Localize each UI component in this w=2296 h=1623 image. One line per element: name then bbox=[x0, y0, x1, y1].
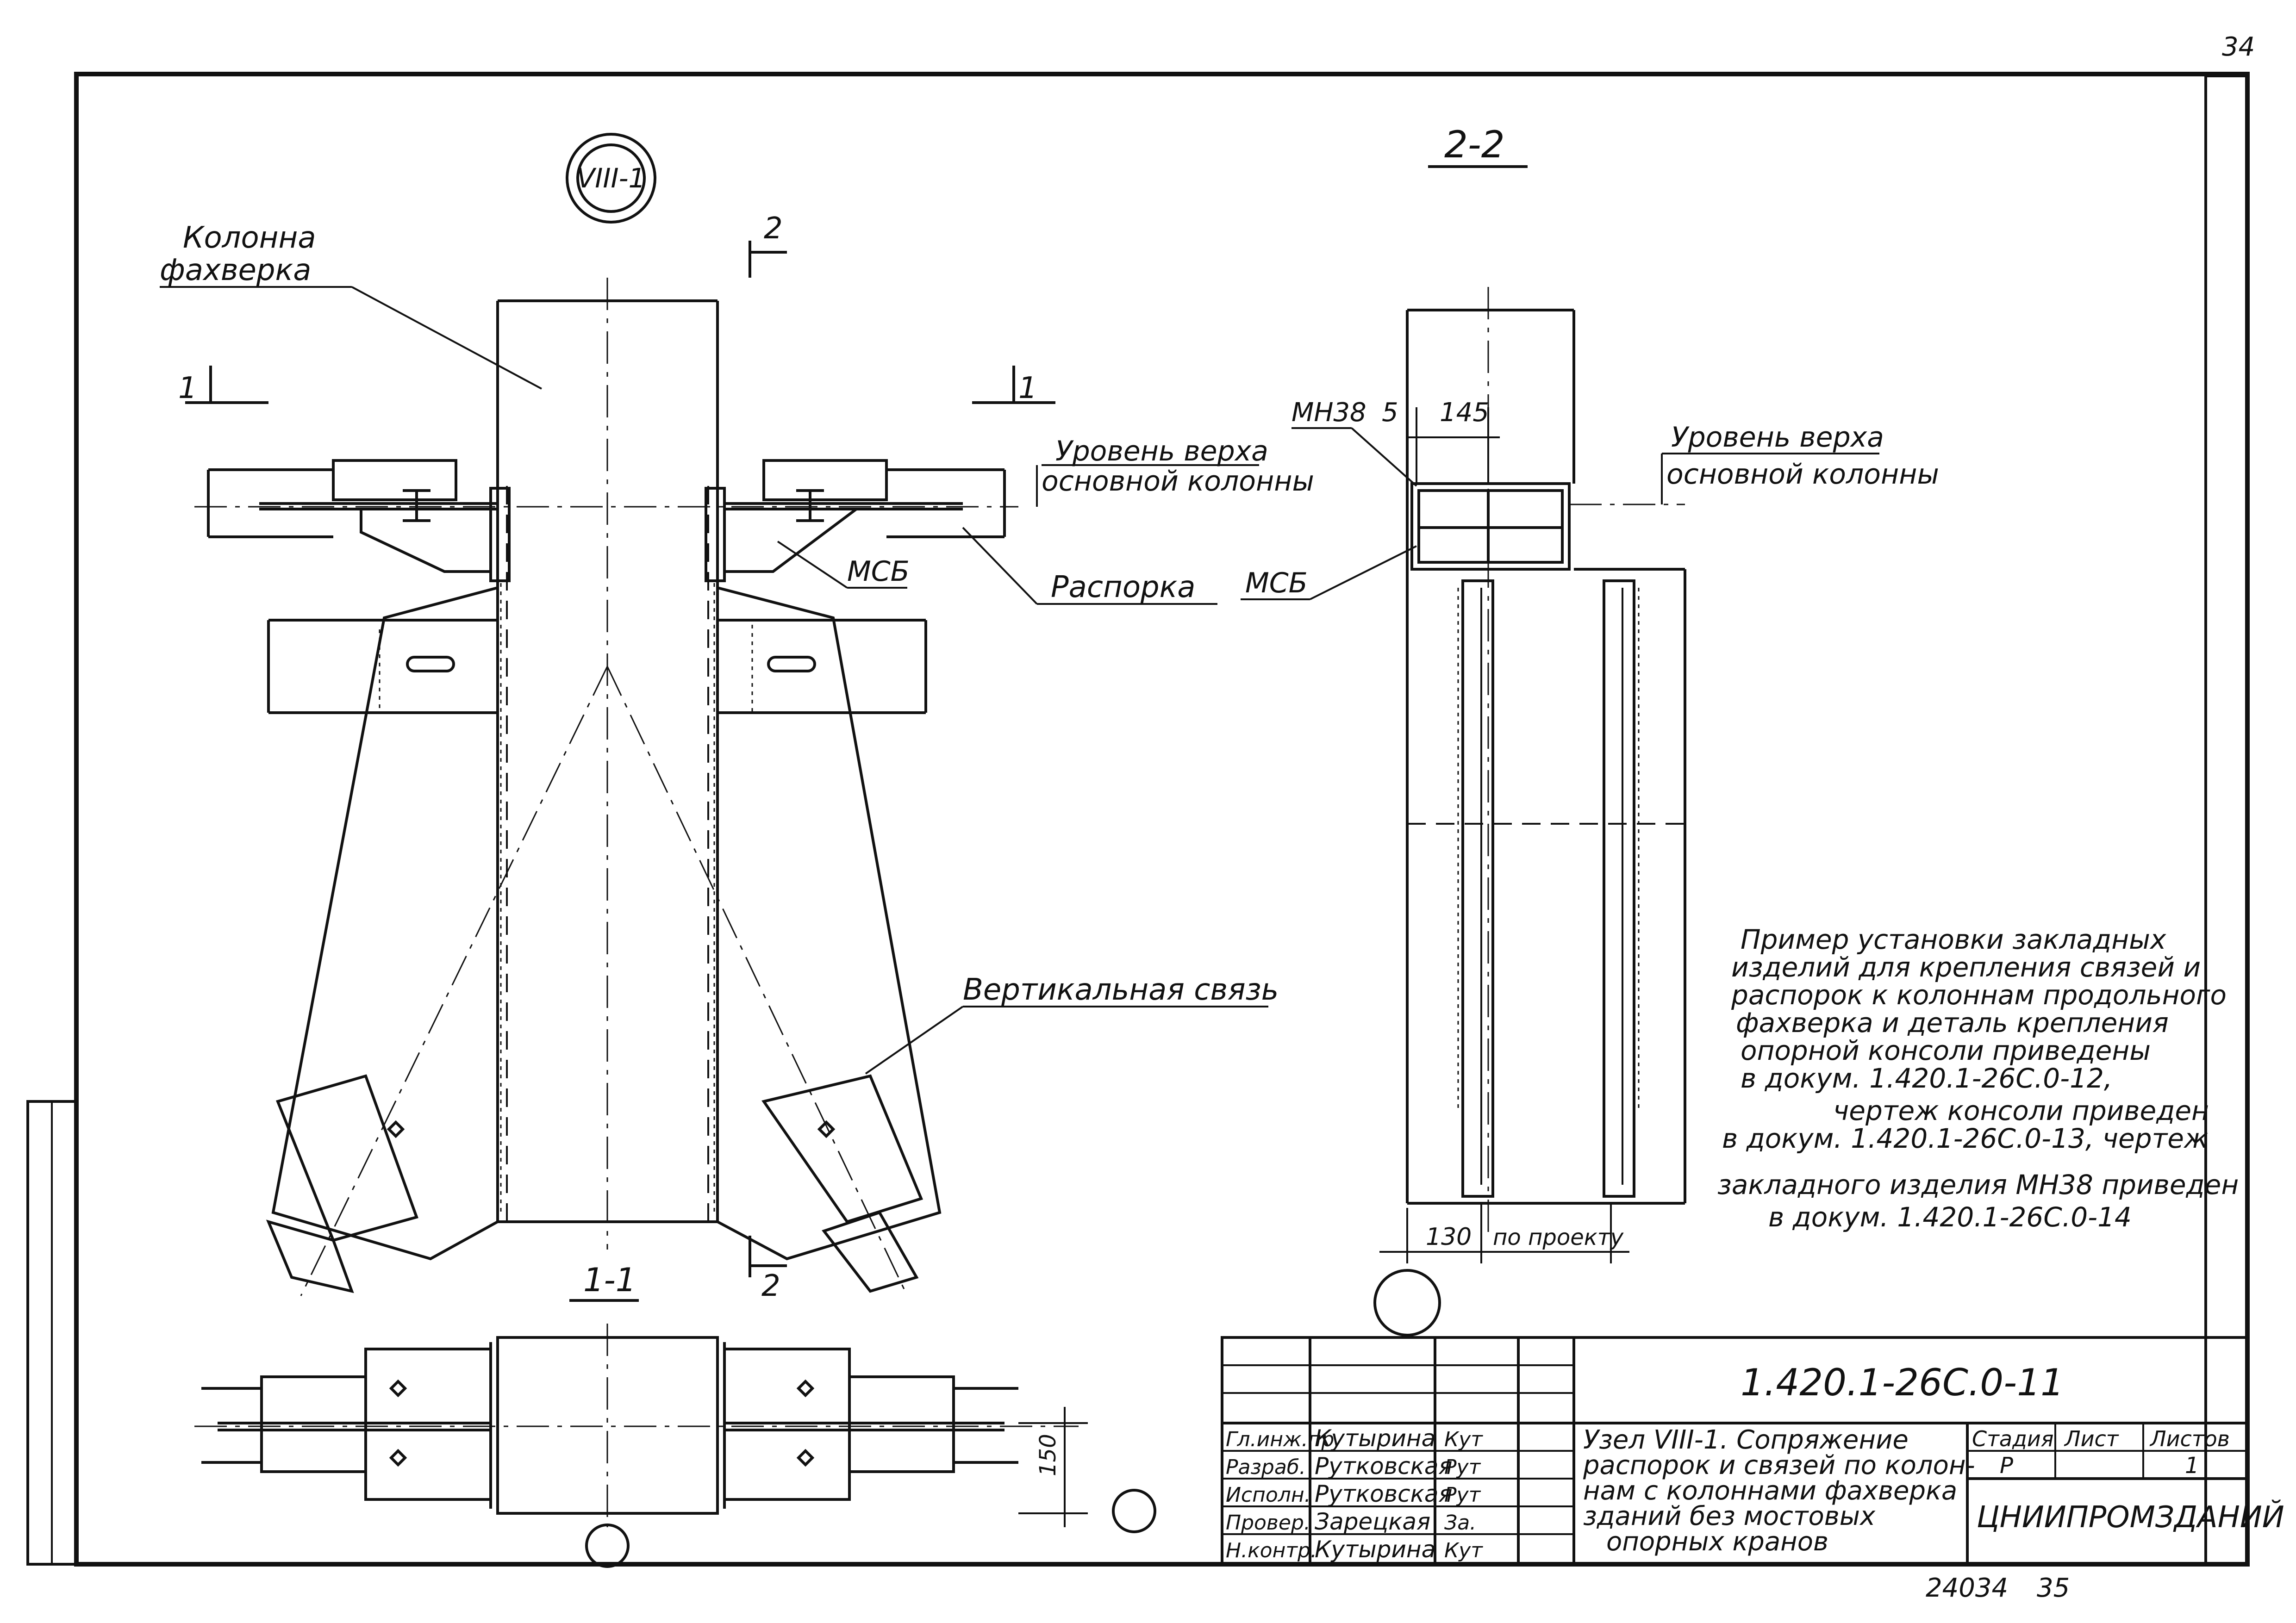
sig-sign-1: Рут bbox=[1444, 1455, 1481, 1479]
section-label-plan: 1-1 bbox=[583, 1261, 636, 1299]
sig-name-4: Кутырина bbox=[1315, 1536, 1435, 1563]
note-line-2: распорок к колоннам продольного bbox=[1731, 979, 2227, 1011]
note-line-3: фахверка и деталь крепления bbox=[1736, 1007, 2169, 1038]
note-line-7: в докум. 1.420.1-26С.0-13, чертеж bbox=[1722, 1123, 2208, 1154]
vertical-brace-label: Вертикальная связь bbox=[963, 973, 1279, 1007]
level-label-line2: основной колонны bbox=[1042, 465, 1314, 497]
note-line-8: закладного изделия МН38 приведен bbox=[1717, 1169, 2239, 1200]
bottom-page: 35 bbox=[2037, 1573, 2070, 1603]
hdr-sheet: Лист bbox=[2064, 1426, 2119, 1451]
organization: ЦНИИПРОМЗДАНИЙ bbox=[1977, 1499, 2284, 1535]
column-fachwerk bbox=[496, 278, 719, 1250]
sheet-frame bbox=[74, 72, 2250, 1567]
section-2-2: 2-2 МН38 5 145 Уровень верха осн bbox=[1241, 123, 1939, 1337]
dim-145: 145 bbox=[1440, 398, 1489, 428]
sig-name-2: Рутковская bbox=[1315, 1480, 1453, 1507]
note-line-5: в докум. 1.420.1-26С.0-12, bbox=[1741, 1063, 2112, 1094]
dim-by-project: по проекту bbox=[1493, 1225, 1624, 1250]
hdr-stage: Стадия bbox=[1972, 1426, 2053, 1451]
dim-130: 130 bbox=[1426, 1223, 1472, 1251]
title-line-2: нам с колоннами фахверка bbox=[1583, 1476, 1957, 1506]
level-label-line1: Уровень верха bbox=[1055, 435, 1268, 467]
node-badge-inner bbox=[576, 143, 646, 213]
note-line-1: изделий для крепления связей и bbox=[1731, 951, 2201, 983]
node-badge-outer bbox=[566, 133, 656, 224]
sig-sign-4: Кут bbox=[1444, 1539, 1483, 1562]
sig-sign-2: Рут bbox=[1444, 1483, 1481, 1507]
sig-name-0: Кутырина bbox=[1315, 1425, 1435, 1452]
note-line-9: в докум. 1.420.1-26С.0-14 bbox=[1768, 1201, 2132, 1233]
note-block: Пример установки закладных изделий для к… bbox=[1717, 924, 2239, 1233]
level-label-2-line2: основной колонны bbox=[1666, 458, 1939, 491]
note-line-4: опорной консоли приведены bbox=[1741, 1035, 2151, 1066]
axis-marker-plan-left bbox=[585, 1524, 630, 1568]
sig-role-3: Провер. bbox=[1226, 1511, 1310, 1535]
val-sheets: 1 bbox=[2185, 1453, 2199, 1479]
sig-role-1: Разраб. bbox=[1226, 1455, 1306, 1479]
sig-sign-0: Кут bbox=[1444, 1428, 1483, 1451]
note-line-0: Пример установки закладных bbox=[1741, 924, 2166, 955]
plan-view: 150 bbox=[194, 1324, 1156, 1568]
brace-right bbox=[716, 586, 942, 1261]
strut-left bbox=[207, 459, 511, 582]
column-label-line2: фахверка bbox=[160, 253, 311, 287]
doc-code: 1.420.1-26С.0-11 bbox=[1741, 1361, 2064, 1404]
mn38-label: МН38 bbox=[1292, 398, 1366, 428]
msb-label-section: МСБ bbox=[1245, 567, 1308, 599]
strut-right bbox=[705, 459, 1006, 582]
sig-role-0: Гл.инж.пр. bbox=[1226, 1428, 1341, 1451]
sig-sign-3: За. bbox=[1444, 1511, 1476, 1535]
cut-label-2-top: 2 bbox=[764, 211, 783, 246]
dim-150: 150 bbox=[1035, 1434, 1061, 1476]
title-line-4: опорных кранов bbox=[1606, 1527, 1828, 1557]
sheet-number-top: 34 bbox=[2222, 32, 2255, 62]
cut-label-1-right: 1 bbox=[1018, 371, 1037, 405]
title-line-3: зданий без мостовых bbox=[1583, 1501, 1876, 1531]
title-block: Гл.инж.пр. Кутырина Кут Разраб. Рутковск… bbox=[1221, 1336, 2284, 1566]
mn38-plate bbox=[1410, 482, 1571, 571]
bottom-inventory: 24034 bbox=[1926, 1573, 2008, 1603]
note-line-6: чертеж консоли приведен bbox=[1833, 1095, 2209, 1126]
axis-marker-section bbox=[1373, 1269, 1441, 1337]
cut-label-2-bottom: 2 bbox=[761, 1269, 780, 1303]
hdr-sheets: Листов bbox=[2149, 1426, 2230, 1451]
sig-name-1: Рутковская bbox=[1315, 1453, 1453, 1480]
val-stage: Р bbox=[2000, 1453, 2013, 1479]
msb-label-main: МСБ bbox=[847, 555, 910, 588]
brace-left bbox=[267, 586, 499, 1261]
node-badge-label: VIII-1 bbox=[577, 162, 646, 194]
sig-role-4: Н.контр. bbox=[1226, 1539, 1317, 1562]
axis-marker-plan-right bbox=[1112, 1489, 1156, 1533]
title-line-0: Узел VIII-1. Сопряжение bbox=[1583, 1425, 1909, 1455]
section-label-main: 2-2 bbox=[1444, 123, 1505, 166]
strut-label: Распорка bbox=[1051, 570, 1196, 604]
sig-role-2: Исполн. bbox=[1226, 1483, 1311, 1507]
cut-label-1-left: 1 bbox=[178, 371, 197, 405]
level-label-2-line1: Уровень верха bbox=[1671, 421, 1884, 454]
column-label-line1: Колонна bbox=[183, 221, 316, 255]
dim-5: 5 bbox=[1382, 398, 1398, 428]
title-line-1: распорок и связей по колон- bbox=[1583, 1450, 1975, 1480]
elevation-view: VIII-1 Колонна фахверка 2 1 1 bbox=[160, 133, 1314, 1303]
sig-name-3: Зарецкая bbox=[1315, 1508, 1430, 1535]
